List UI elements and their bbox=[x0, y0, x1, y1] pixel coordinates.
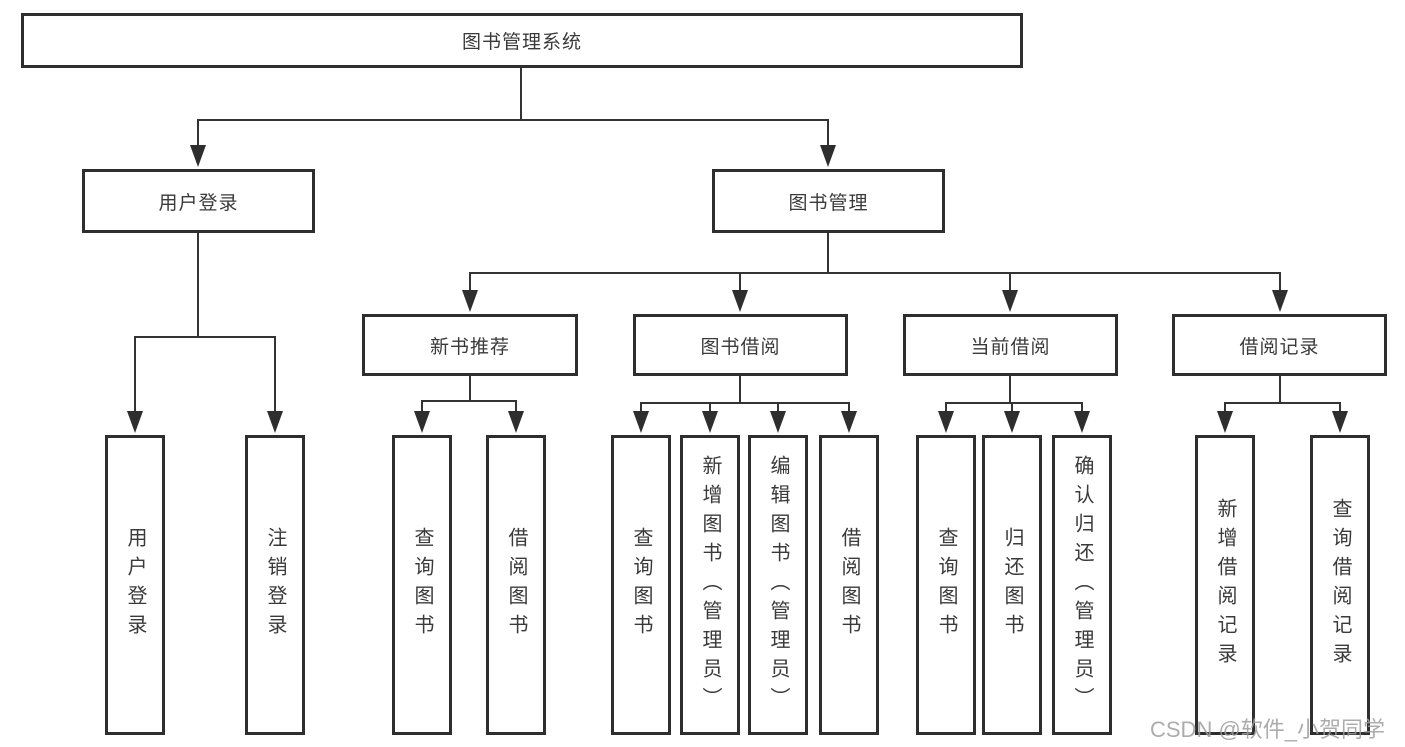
connector-line bbox=[945, 402, 1083, 404]
csdn-watermark: CSDN @软件_小贺同学 bbox=[1150, 717, 1386, 742]
leaf-label: 注销登录 bbox=[264, 527, 286, 643]
leaf-borrow-books-1: 借阅图书 bbox=[486, 435, 546, 735]
node-root-library-system: 图书管理系统 bbox=[21, 13, 1023, 68]
arrowhead-icon bbox=[190, 145, 206, 167]
node-borrow-records: 借阅记录 bbox=[1172, 314, 1387, 376]
leaf-label: 查询图书 bbox=[935, 527, 957, 643]
connector-line bbox=[1081, 402, 1083, 413]
leaf-label: 借阅图书 bbox=[505, 527, 527, 643]
connector-line bbox=[1279, 376, 1281, 404]
connector-line bbox=[945, 402, 947, 413]
arrowhead-icon bbox=[841, 411, 857, 433]
leaf-user-login: 用户登录 bbox=[105, 435, 165, 735]
connector-line bbox=[520, 68, 522, 121]
connector-line bbox=[777, 402, 779, 413]
connector-line bbox=[134, 336, 136, 413]
node-user-login: 用户登录 bbox=[82, 169, 315, 233]
connector-line bbox=[739, 272, 741, 292]
connector-line bbox=[827, 233, 829, 274]
leaf-return-books: 归还图书 bbox=[982, 435, 1042, 735]
connector-line bbox=[469, 272, 1281, 274]
connector-line bbox=[1279, 272, 1281, 292]
connector-line bbox=[421, 400, 423, 413]
arrowhead-icon bbox=[633, 411, 649, 433]
arrowhead-icon bbox=[267, 411, 283, 433]
connector-line bbox=[197, 233, 199, 338]
arrowhead-icon bbox=[1332, 411, 1348, 433]
connector-line bbox=[274, 336, 276, 413]
arrowhead-icon bbox=[1217, 411, 1233, 433]
arrowhead-icon bbox=[938, 411, 954, 433]
arrowhead-icon bbox=[1272, 290, 1288, 312]
leaf-confirm-return-admin: 确认归还（管理员） bbox=[1052, 435, 1112, 735]
arrowhead-icon bbox=[462, 290, 478, 312]
node-current-borrow: 当前借阅 bbox=[903, 314, 1118, 376]
arrowhead-icon bbox=[1002, 290, 1018, 312]
arrowhead-icon bbox=[732, 290, 748, 312]
connector-line bbox=[515, 400, 517, 413]
connector-line bbox=[739, 376, 741, 404]
leaf-label: 新增借阅记录 bbox=[1214, 498, 1236, 672]
connector-line bbox=[197, 119, 829, 121]
leaf-add-borrow-record: 新增借阅记录 bbox=[1195, 435, 1255, 735]
connector-line bbox=[1339, 402, 1341, 413]
connector-line bbox=[421, 400, 517, 402]
leaf-label: 编辑图书（管理员） bbox=[767, 454, 789, 716]
leaf-query-books-3: 查询图书 bbox=[916, 435, 976, 735]
connector-line bbox=[1011, 402, 1013, 413]
node-book-borrow: 图书借阅 bbox=[633, 314, 848, 376]
connector-line bbox=[469, 376, 471, 402]
leaf-label: 归还图书 bbox=[1001, 527, 1023, 643]
arrowhead-icon bbox=[1004, 411, 1020, 433]
connector-line bbox=[1224, 402, 1341, 404]
leaf-logout: 注销登录 bbox=[245, 435, 305, 735]
leaf-borrow-books-2: 借阅图书 bbox=[819, 435, 879, 735]
leaf-query-borrow-record: 查询借阅记录 bbox=[1310, 435, 1370, 735]
connector-line bbox=[134, 336, 276, 338]
arrowhead-icon bbox=[1074, 411, 1090, 433]
leaf-label: 用户登录 bbox=[124, 527, 146, 643]
leaf-label: 查询图书 bbox=[630, 527, 652, 643]
leaf-add-books-admin: 新增图书（管理员） bbox=[680, 435, 740, 735]
leaf-query-books-1: 查询图书 bbox=[392, 435, 452, 735]
leaf-edit-books-admin: 编辑图书（管理员） bbox=[748, 435, 808, 735]
connector-line bbox=[1224, 402, 1226, 413]
connector-line bbox=[848, 402, 850, 413]
connector-line bbox=[640, 402, 642, 413]
leaf-label: 查询图书 bbox=[411, 527, 433, 643]
connector-line bbox=[640, 402, 850, 404]
leaf-label: 新增图书（管理员） bbox=[699, 454, 721, 716]
connector-line bbox=[709, 402, 711, 413]
node-book-management: 图书管理 bbox=[712, 169, 945, 233]
connector-line bbox=[197, 119, 199, 147]
connector-line bbox=[1009, 272, 1011, 292]
arrowhead-icon bbox=[508, 411, 524, 433]
arrowhead-icon bbox=[820, 145, 836, 167]
arrowhead-icon bbox=[414, 411, 430, 433]
node-new-book-recommend: 新书推荐 bbox=[362, 314, 578, 376]
leaf-query-books-2: 查询图书 bbox=[611, 435, 671, 735]
connector-line bbox=[1009, 376, 1011, 404]
arrowhead-icon bbox=[127, 411, 143, 433]
leaf-label: 查询借阅记录 bbox=[1329, 498, 1351, 672]
connector-line bbox=[827, 119, 829, 147]
connector-line bbox=[469, 272, 471, 292]
leaf-label: 确认归还（管理员） bbox=[1071, 454, 1093, 716]
leaf-label: 借阅图书 bbox=[838, 527, 860, 643]
arrowhead-icon bbox=[702, 411, 718, 433]
arrowhead-icon bbox=[770, 411, 786, 433]
